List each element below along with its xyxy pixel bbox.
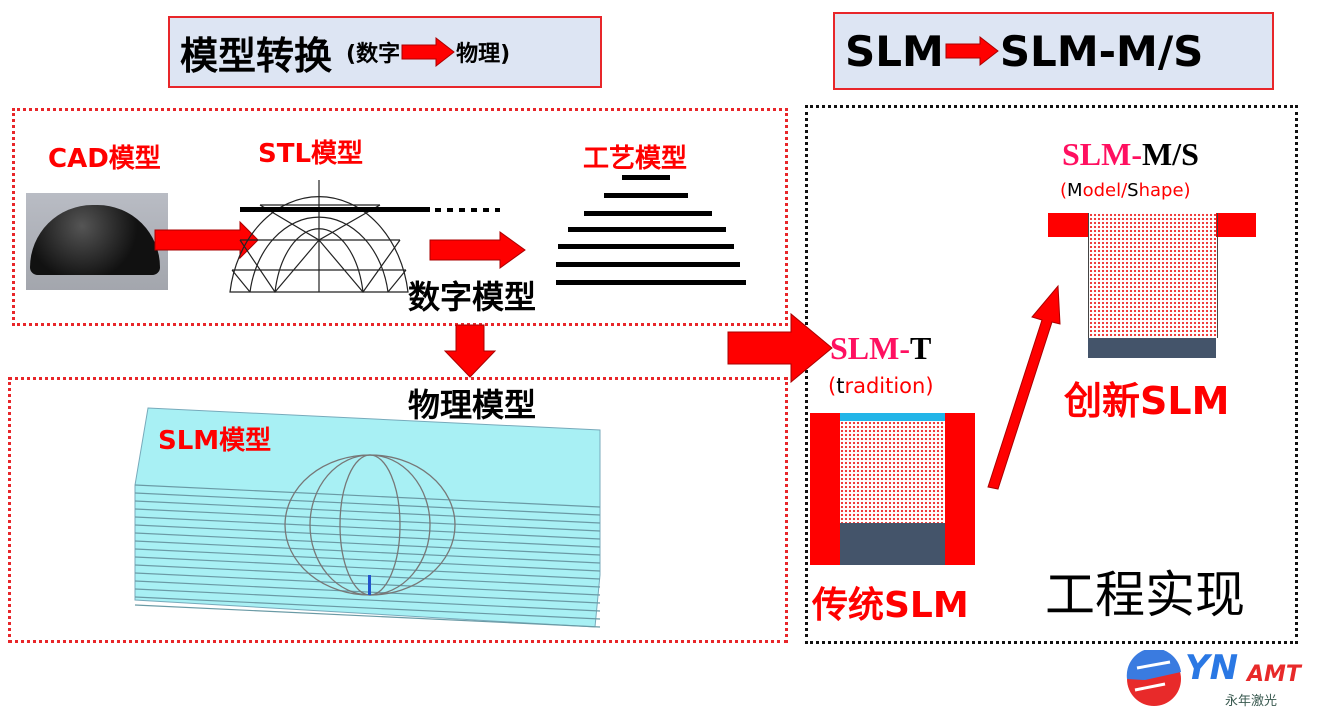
- engineering-frame: [805, 105, 1298, 644]
- digital-model-label: 数字模型: [408, 278, 537, 316]
- traditional-slm-diagram: [810, 413, 975, 565]
- stl-wireframe-icon: [229, 180, 409, 293]
- physical-model-frame: [8, 377, 788, 643]
- title-slm-ms: SLM-M/S: [999, 26, 1204, 76]
- slm-model-label: SLM模型: [158, 426, 272, 456]
- title-slm: SLM: [845, 26, 944, 76]
- traditional-slm-label: 传统SLM: [812, 585, 969, 626]
- slm-t-label: SLM-T: [830, 330, 932, 366]
- title-model-conversion: 模型转换 (数字 物理): [168, 16, 602, 88]
- slm-model-graphic: [134, 407, 601, 628]
- logo-globe-icon: [1126, 650, 1181, 706]
- title-digital: (数字: [346, 42, 401, 67]
- diagonal-arrow-icon: [987, 284, 1061, 490]
- big-arrow-right-icon: [727, 312, 833, 384]
- arrow-right-icon: [401, 36, 455, 68]
- arrow-right-icon: [945, 35, 999, 67]
- arrow-right-icon: [429, 231, 526, 269]
- engineering-label: 工程实现: [1045, 566, 1245, 624]
- hemisphere-photo: [26, 193, 168, 290]
- stl-label: STL模型: [258, 139, 364, 169]
- innovative-slm-diagram: [1048, 213, 1256, 360]
- cad-label: CAD模型: [48, 144, 161, 174]
- model-shape-label: (Model/Shape): [1060, 180, 1191, 201]
- arrow-down-icon: [443, 324, 497, 378]
- physical-model-label: 物理模型: [408, 386, 537, 424]
- innovative-slm-label: 创新SLM: [1064, 379, 1230, 423]
- ynamt-logo: YN AMT 永年激光: [1125, 648, 1335, 710]
- digital-model-frame: [12, 108, 788, 326]
- arrow-right-icon: [154, 220, 259, 260]
- slm-ms-label: SLM-M/S: [1062, 136, 1199, 172]
- title-physical: 物理): [456, 42, 511, 67]
- tradition-label: (tradition): [828, 374, 934, 398]
- title-main: 模型转换: [180, 33, 333, 78]
- process-label: 工艺模型: [583, 144, 688, 174]
- title-slm-evolution: SLM SLM-M/S: [833, 12, 1274, 90]
- digital-model-graphic: [154, 180, 526, 293]
